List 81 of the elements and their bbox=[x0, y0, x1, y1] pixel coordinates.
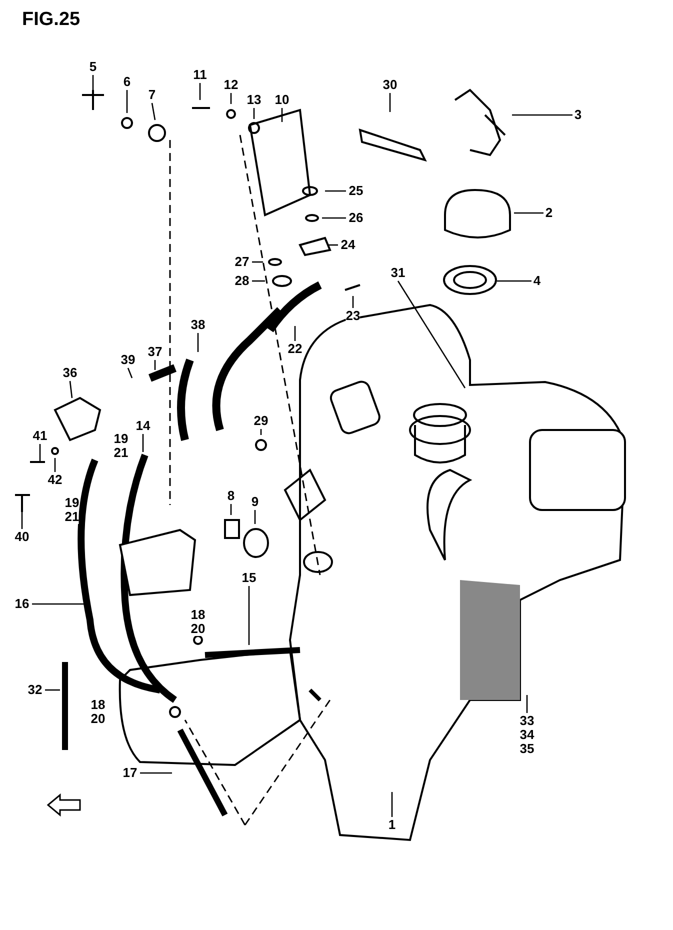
callout-number: 33 bbox=[520, 714, 534, 728]
leader-line bbox=[140, 772, 172, 774]
callout-number: 5 bbox=[89, 60, 97, 74]
leader-line bbox=[199, 83, 201, 100]
callout-number: 38 bbox=[190, 318, 206, 332]
leader-line bbox=[389, 93, 391, 112]
leader-line bbox=[248, 586, 250, 645]
callout-number: 20 bbox=[90, 712, 106, 726]
leader-line bbox=[325, 190, 346, 192]
leader-line bbox=[197, 333, 199, 352]
callout-number: 19 bbox=[64, 496, 80, 510]
callout-number: 24 bbox=[340, 238, 356, 252]
callout-number: 10 bbox=[274, 93, 290, 107]
leader-line bbox=[21, 512, 23, 529]
callout-number: 15 bbox=[242, 571, 256, 585]
callout-number: 6 bbox=[123, 75, 131, 89]
leader-line bbox=[294, 326, 296, 341]
leader-line bbox=[54, 458, 56, 472]
leader-line bbox=[254, 510, 256, 524]
callout-number: 23 bbox=[346, 309, 360, 323]
callout-number: 2 bbox=[545, 206, 553, 220]
leader-line bbox=[45, 689, 60, 691]
leader-line bbox=[252, 280, 265, 282]
callout-number: 17 bbox=[122, 766, 138, 780]
callout-number: 13 bbox=[246, 93, 262, 107]
callout-number: 32 bbox=[28, 683, 42, 697]
leader-line bbox=[127, 368, 133, 378]
leader-line bbox=[391, 792, 393, 817]
callout-number: 42 bbox=[48, 473, 62, 487]
callout-number: 39 bbox=[120, 353, 136, 367]
callout-number: 19 bbox=[114, 432, 128, 446]
callout-number: 26 bbox=[348, 211, 364, 225]
leader-line bbox=[497, 280, 532, 282]
leader-line bbox=[514, 212, 544, 214]
callout-number: 29 bbox=[254, 414, 268, 428]
callout-number: 31 bbox=[390, 266, 406, 280]
callout-number: 36 bbox=[62, 366, 78, 380]
leader-line bbox=[230, 504, 232, 515]
callout-number: 9 bbox=[251, 495, 259, 509]
callout-number: 35 bbox=[520, 742, 534, 756]
leader-line bbox=[526, 695, 528, 713]
leader-line bbox=[126, 90, 128, 113]
callout-number: 16 bbox=[14, 597, 30, 611]
leader-line bbox=[253, 108, 255, 119]
leader-line bbox=[69, 380, 73, 398]
callout-number: 21 bbox=[114, 446, 128, 460]
callout-number: 28 bbox=[234, 274, 250, 288]
leader-line bbox=[281, 108, 283, 122]
callout-number: 37 bbox=[148, 345, 162, 359]
callout-number: 21 bbox=[64, 510, 80, 524]
leader-line bbox=[352, 296, 354, 308]
callout-number: 18 bbox=[90, 698, 106, 712]
leader-line bbox=[39, 444, 41, 462]
leader-line bbox=[252, 261, 263, 263]
callout-number: 25 bbox=[348, 184, 364, 198]
leader-line bbox=[322, 217, 346, 219]
leader-line bbox=[92, 75, 94, 93]
callout-number: 1 bbox=[388, 818, 396, 832]
leader-line bbox=[142, 434, 144, 452]
callout-number: 4 bbox=[533, 274, 541, 288]
callout-number: 18 bbox=[190, 608, 206, 622]
callout-number: 22 bbox=[288, 342, 302, 356]
leader-line bbox=[151, 102, 156, 120]
callout-number: 11 bbox=[193, 68, 207, 82]
callout-number: 12 bbox=[224, 78, 238, 92]
callout-number: 34 bbox=[520, 728, 534, 742]
callout-number: 30 bbox=[382, 78, 398, 92]
leader-line bbox=[154, 360, 156, 370]
figure-title: FIG.25 bbox=[22, 8, 80, 32]
callout-number: 8 bbox=[227, 489, 235, 503]
leader-line bbox=[328, 244, 338, 246]
callout-number: 14 bbox=[136, 419, 150, 433]
callout-number: 20 bbox=[190, 622, 206, 636]
callout-number: 41 bbox=[32, 429, 48, 443]
callout-number: 7 bbox=[148, 88, 156, 102]
callout-number: 27 bbox=[234, 255, 250, 269]
leader-line bbox=[397, 280, 466, 388]
callout-number: 40 bbox=[14, 530, 30, 544]
leader-line bbox=[230, 93, 232, 104]
callout-number: 3 bbox=[574, 108, 582, 122]
leader-line bbox=[512, 114, 572, 116]
